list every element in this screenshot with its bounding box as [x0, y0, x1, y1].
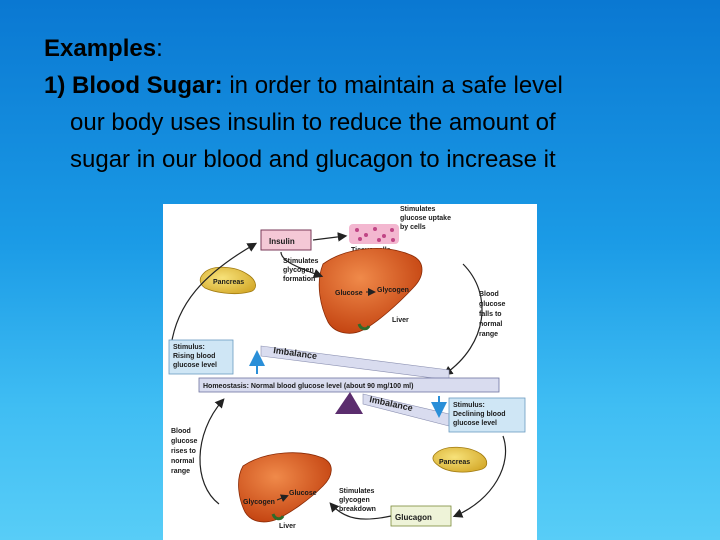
glucagon-to-liver-arrow: [329, 502, 392, 520]
rising-to-insulin-arrow: [170, 242, 258, 347]
stimulus-declining-box: [448, 397, 526, 433]
falls-to-normal-arrow: [443, 263, 483, 376]
stimulates-uptake-label: Stimulates glucose uptake by cells: [400, 206, 453, 231]
glycogen-top-label: Glycogen: [377, 287, 409, 294]
stimulus-rising-label: Stimulus: Rising blood glucose level: [173, 344, 217, 369]
glycogen-bottom-label: Glycogen: [243, 499, 275, 506]
slide-body-text: Examples: 1) Blood Sugar: in order to ma…: [44, 30, 704, 178]
blood-sugar-point-line-2: our body uses insulin to reduce the amou…: [70, 109, 556, 136]
stimulus-declining-label: Stimulus: Declining blood glucose level: [453, 402, 507, 427]
stimulus-rising-box: [168, 339, 234, 375]
blood-sugar-point-line-3: sugar in our blood and glucagon to incre…: [70, 146, 556, 173]
glucose-bottom-label: Glucose: [289, 490, 317, 497]
insulin-label: Insulin: [269, 237, 295, 246]
liver-bottom-icon: [238, 452, 332, 523]
pancreas-top-label: Pancreas: [213, 279, 244, 286]
homeostasis-label: Homeostasis: Normal blood glucose level …: [203, 383, 413, 390]
declining-to-glucagon-arrow: [452, 435, 507, 518]
tissue-cells-icon: [349, 224, 399, 244]
rises-to-normal-arrow: [199, 398, 225, 505]
blood-rises-label: Blood glucose rises to normal range: [171, 428, 199, 475]
glucagon-label: Glucagon: [395, 513, 432, 522]
diagram-svg: Insulin Tissue cells Stimulates glucose …: [168, 206, 526, 530]
blood-glucose-homeostasis-diagram: Insulin Tissue cells Stimulates glucose …: [163, 204, 537, 540]
pancreas-bottom-icon: [432, 446, 488, 473]
blood-falls-label: Blood glucose falls to normal range: [479, 291, 507, 338]
liver-top-label: Liver: [392, 317, 409, 324]
liver-bottom-label: Liver: [279, 523, 296, 530]
examples-heading: Examples:: [44, 35, 163, 62]
homeostasis-bar: [198, 377, 500, 393]
stimulates-breakdown-label: Stimulates glycogen breakdown: [339, 488, 376, 513]
insulin-box: [260, 229, 312, 251]
insulin-to-cells-arrow: [312, 232, 348, 242]
gallbladder-top-icon: [357, 323, 371, 331]
gallbladder-bottom-icon: [271, 513, 285, 521]
insulin-to-liver-arrow: [280, 251, 324, 279]
fulcrum-icon: [335, 392, 363, 414]
stimulates-formation-label: Stimulates glycogen formation: [283, 258, 320, 283]
glucose-top-label: Glucose: [335, 290, 363, 297]
blood-sugar-point-line-1: 1) Blood Sugar: in order to maintain a s…: [44, 72, 563, 99]
glycogen-to-glucose-arrow: [276, 494, 289, 502]
pancreas-bottom-label: Pancreas: [439, 459, 470, 466]
